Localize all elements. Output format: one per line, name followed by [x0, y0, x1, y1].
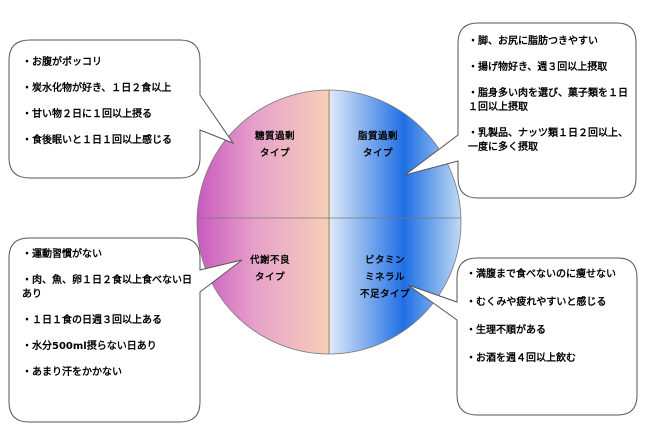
callout-item: ・脂身多い肉を選び、菓子類を１日１回以上摂取: [468, 88, 628, 113]
callout-top-left-text: ・お腹がポッコリ ・炭水化物が好き、１日２食以上 ・甘い物２日に１回以上摂る ・…: [22, 56, 197, 157]
callout-item: ・お酒を週４回以上飲む: [466, 353, 576, 364]
callout-item: ・脚、お尻に脂肪つきやすい: [468, 36, 598, 47]
callout-item: ・炭水化物が好き、１日２食以上: [22, 83, 172, 94]
callout-top-right-bubble: [404, 22, 637, 199]
quadrant-label-sugar-excess: 糖質過剰 タイプ: [254, 131, 295, 159]
callout-bottom-right-text: ・満腹まで食べないのに痩せない ・むくみや疲れやすいと感じる ・生理不順がある …: [466, 268, 634, 378]
callout-item: ・食後眠いと１日１回以上感じる: [22, 135, 172, 146]
callout-item: ・生理不順がある: [466, 325, 546, 336]
quadrant-label-fat-excess: 脂質過剰 タイプ: [357, 131, 398, 159]
callout-item: ・揚げ物好き、週３回以上摂取: [468, 62, 608, 73]
callout-item: ・運動習慣がない: [22, 249, 102, 260]
callout-bottom-left-text: ・運動習慣がない ・肉、魚、卵１日２食以上食べない日あり ・１日１食の日週３回以…: [22, 248, 197, 390]
callout-item: ・お腹がポッコリ: [22, 57, 102, 68]
callout-item: ・水分500ml摂らない日あり: [22, 341, 157, 352]
quadrant-label-vitamin-mineral-deficient: ビタミン ミネラル 不足タイプ: [359, 255, 410, 300]
callout-item: ・乳製品、ナッツ類１日２回以上、一度に多く摂取: [468, 128, 628, 153]
callout-item: ・甘い物２日に１回以上摂る: [22, 109, 152, 120]
callout-item: ・むくみや疲れやすいと感じる: [466, 297, 607, 308]
callout-item: ・あまり汗をかかない: [22, 367, 122, 378]
callout-item: ・満腹まで食べないのに痩せない: [466, 269, 616, 280]
callout-item: ・肉、魚、卵１日２食以上食べない日あり: [22, 275, 192, 300]
callout-top-right-text: ・脚、お尻に脂肪つきやすい ・揚げ物好き、週３回以上摂取 ・脂身多い肉を選び、菓…: [468, 35, 630, 163]
callout-bottom-right-bubble: [407, 257, 638, 416]
quadrant-label-metabolism-poor: 代謝不良 タイプ: [249, 255, 290, 283]
callout-top-left-bubble: [8, 39, 235, 179]
callout-bottom-left-bubble: [8, 237, 243, 423]
callout-item: ・１日１食の日週３回以上ある: [22, 315, 162, 326]
